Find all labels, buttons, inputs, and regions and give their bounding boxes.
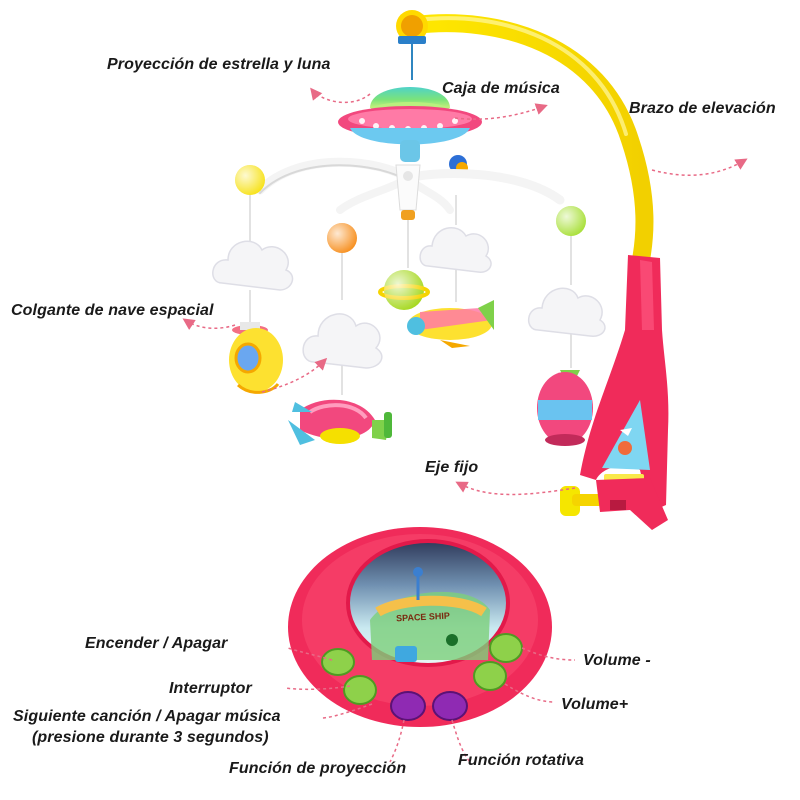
arrow-next-song bbox=[321, 703, 373, 719]
label-next-song-line2: (presione durante 3 segundos) bbox=[32, 729, 269, 746]
label-rotation-function: Función rotativa bbox=[458, 752, 585, 769]
arrow-volume-up bbox=[504, 683, 556, 703]
spaceship-pendant bbox=[229, 322, 283, 394]
label-volume-up: Volume+ bbox=[561, 696, 629, 713]
clouds bbox=[212, 226, 606, 369]
arrow-switch bbox=[284, 685, 351, 691]
balloon-pendant bbox=[537, 370, 593, 446]
controller-buttons bbox=[321, 633, 523, 721]
label-star-moon-projection: Proyección de estrella y luna bbox=[107, 56, 331, 73]
lift-arm bbox=[396, 10, 669, 530]
arrow-spaceship bbox=[182, 318, 236, 330]
label-fixed-shaft: Eje fijo bbox=[425, 459, 479, 476]
label-volume-down: Volume - bbox=[583, 652, 651, 669]
music-box-saucer bbox=[338, 87, 482, 174]
callout-arrows bbox=[182, 87, 748, 763]
label-next-song-line1: Siguiente canción / Apagar música bbox=[13, 708, 281, 725]
pendant-strings bbox=[249, 195, 572, 395]
arrow-lift-arm bbox=[651, 158, 748, 176]
label-projection-function: Función de proyección bbox=[229, 760, 407, 777]
arrow-volume-down bbox=[521, 647, 576, 661]
arrow-fixed-shaft bbox=[455, 481, 576, 496]
volume-up-button bbox=[473, 661, 507, 691]
arrow-rotation-fn bbox=[451, 719, 471, 763]
label-switch: Interruptor bbox=[169, 680, 252, 697]
arrow-power bbox=[287, 647, 333, 661]
label-power: Encender / Apagar bbox=[85, 635, 228, 652]
volume-down-button bbox=[489, 633, 523, 663]
arrow-projection bbox=[310, 87, 371, 104]
plane-pendant-yellow bbox=[407, 300, 494, 348]
power-button bbox=[321, 648, 355, 676]
label-spaceship-pendant: Colgante de nave espacial bbox=[11, 302, 214, 319]
switch-button bbox=[343, 675, 377, 705]
hanger-connector bbox=[395, 164, 421, 220]
planet-pendant bbox=[378, 270, 430, 310]
plane-pendant-pink bbox=[288, 399, 392, 445]
label-next-song: Siguiente canción / Apagar música (presi… bbox=[13, 706, 281, 748]
label-lift-arm: Brazo de elevación bbox=[629, 100, 776, 117]
hanging-balls bbox=[235, 165, 586, 253]
arrow-spaceship-2 bbox=[261, 357, 328, 393]
label-music-box: Caja de música bbox=[442, 80, 560, 97]
arrow-music-box bbox=[454, 103, 548, 120]
projection-button bbox=[390, 691, 426, 721]
arrow-projection-fn bbox=[389, 719, 405, 763]
rotation-button bbox=[432, 691, 468, 721]
